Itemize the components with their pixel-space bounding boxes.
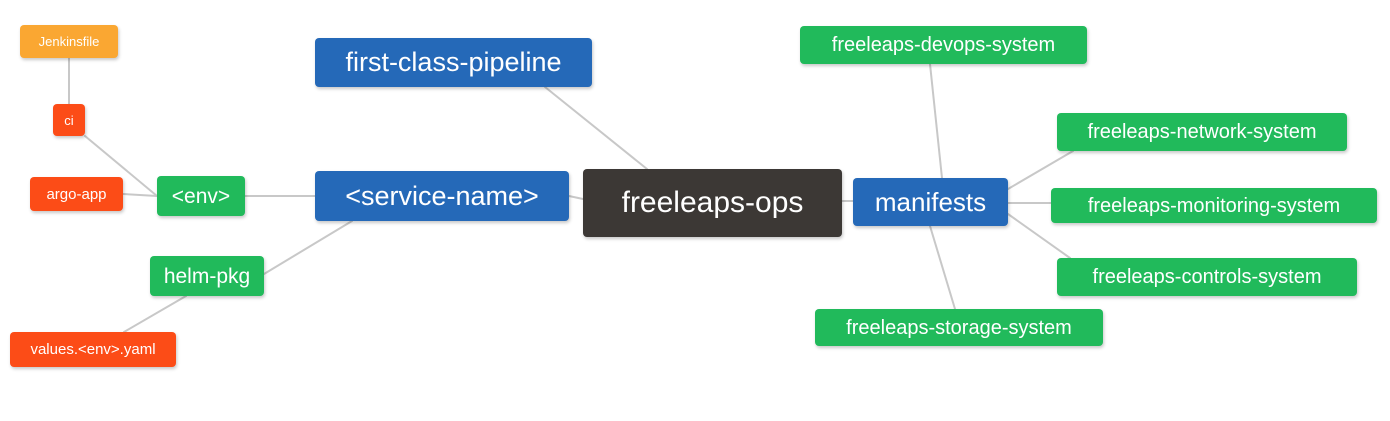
edge-freeleaps-storage-system-to-manifests bbox=[929, 225, 956, 310]
edge-freeleaps-devops-system-to-manifests bbox=[929, 63, 943, 179]
node-helm-pkg[interactable]: helm-pkg bbox=[150, 256, 264, 296]
node-label-ci: ci bbox=[64, 112, 74, 128]
edge-argo-app-to-env bbox=[122, 193, 158, 197]
node-argo-app[interactable]: argo-app bbox=[30, 177, 123, 211]
node-freeleaps-controls-system[interactable]: freeleaps-controls-system bbox=[1057, 258, 1357, 296]
node-label-helm-pkg: helm-pkg bbox=[163, 264, 251, 288]
edge-helm-pkg-to-service-name bbox=[263, 220, 353, 275]
edge-values-yaml-to-helm-pkg bbox=[123, 295, 187, 333]
node-label-env: <env> bbox=[171, 184, 231, 208]
node-freeleaps-storage-system[interactable]: freeleaps-storage-system bbox=[815, 309, 1103, 346]
node-label-jenkinsfile: Jenkinsfile bbox=[38, 34, 100, 49]
node-label-freeleaps-ops: freeleaps-ops bbox=[621, 186, 804, 219]
node-values-yaml[interactable]: values.<env>.yaml bbox=[10, 332, 176, 367]
node-label-values-yaml: values.<env>.yaml bbox=[30, 341, 156, 358]
node-service-name[interactable]: <service-name> bbox=[315, 171, 569, 221]
node-label-freeleaps-devops-system: freeleaps-devops-system bbox=[831, 34, 1056, 56]
node-first-class-pipeline[interactable]: first-class-pipeline bbox=[315, 38, 592, 87]
edge-first-class-pipeline-to-freeleaps-ops bbox=[544, 86, 648, 170]
edge-freeleaps-network-system-to-manifests bbox=[1007, 150, 1074, 190]
node-label-freeleaps-controls-system: freeleaps-controls-system bbox=[1092, 266, 1322, 288]
edge-service-name-to-freeleaps-ops bbox=[568, 195, 584, 200]
node-label-service-name: <service-name> bbox=[345, 180, 539, 211]
node-label-manifests: manifests bbox=[874, 187, 987, 217]
node-freeleaps-monitoring-system[interactable]: freeleaps-monitoring-system bbox=[1051, 188, 1377, 223]
node-label-freeleaps-monitoring-system: freeleaps-monitoring-system bbox=[1087, 194, 1341, 217]
node-label-argo-app: argo-app bbox=[46, 185, 107, 203]
node-freeleaps-ops[interactable]: freeleaps-ops bbox=[583, 169, 842, 237]
node-ci[interactable]: ci bbox=[53, 104, 85, 136]
node-manifests[interactable]: manifests bbox=[853, 178, 1008, 226]
node-jenkinsfile[interactable]: Jenkinsfile bbox=[20, 25, 118, 58]
node-env[interactable]: <env> bbox=[157, 176, 245, 216]
node-freeleaps-network-system[interactable]: freeleaps-network-system bbox=[1057, 113, 1347, 151]
node-freeleaps-devops-system[interactable]: freeleaps-devops-system bbox=[800, 26, 1087, 64]
node-label-freeleaps-storage-system: freeleaps-storage-system bbox=[846, 316, 1072, 339]
node-label-freeleaps-network-system: freeleaps-network-system bbox=[1087, 121, 1317, 143]
node-label-first-class-pipeline: first-class-pipeline bbox=[345, 47, 562, 77]
